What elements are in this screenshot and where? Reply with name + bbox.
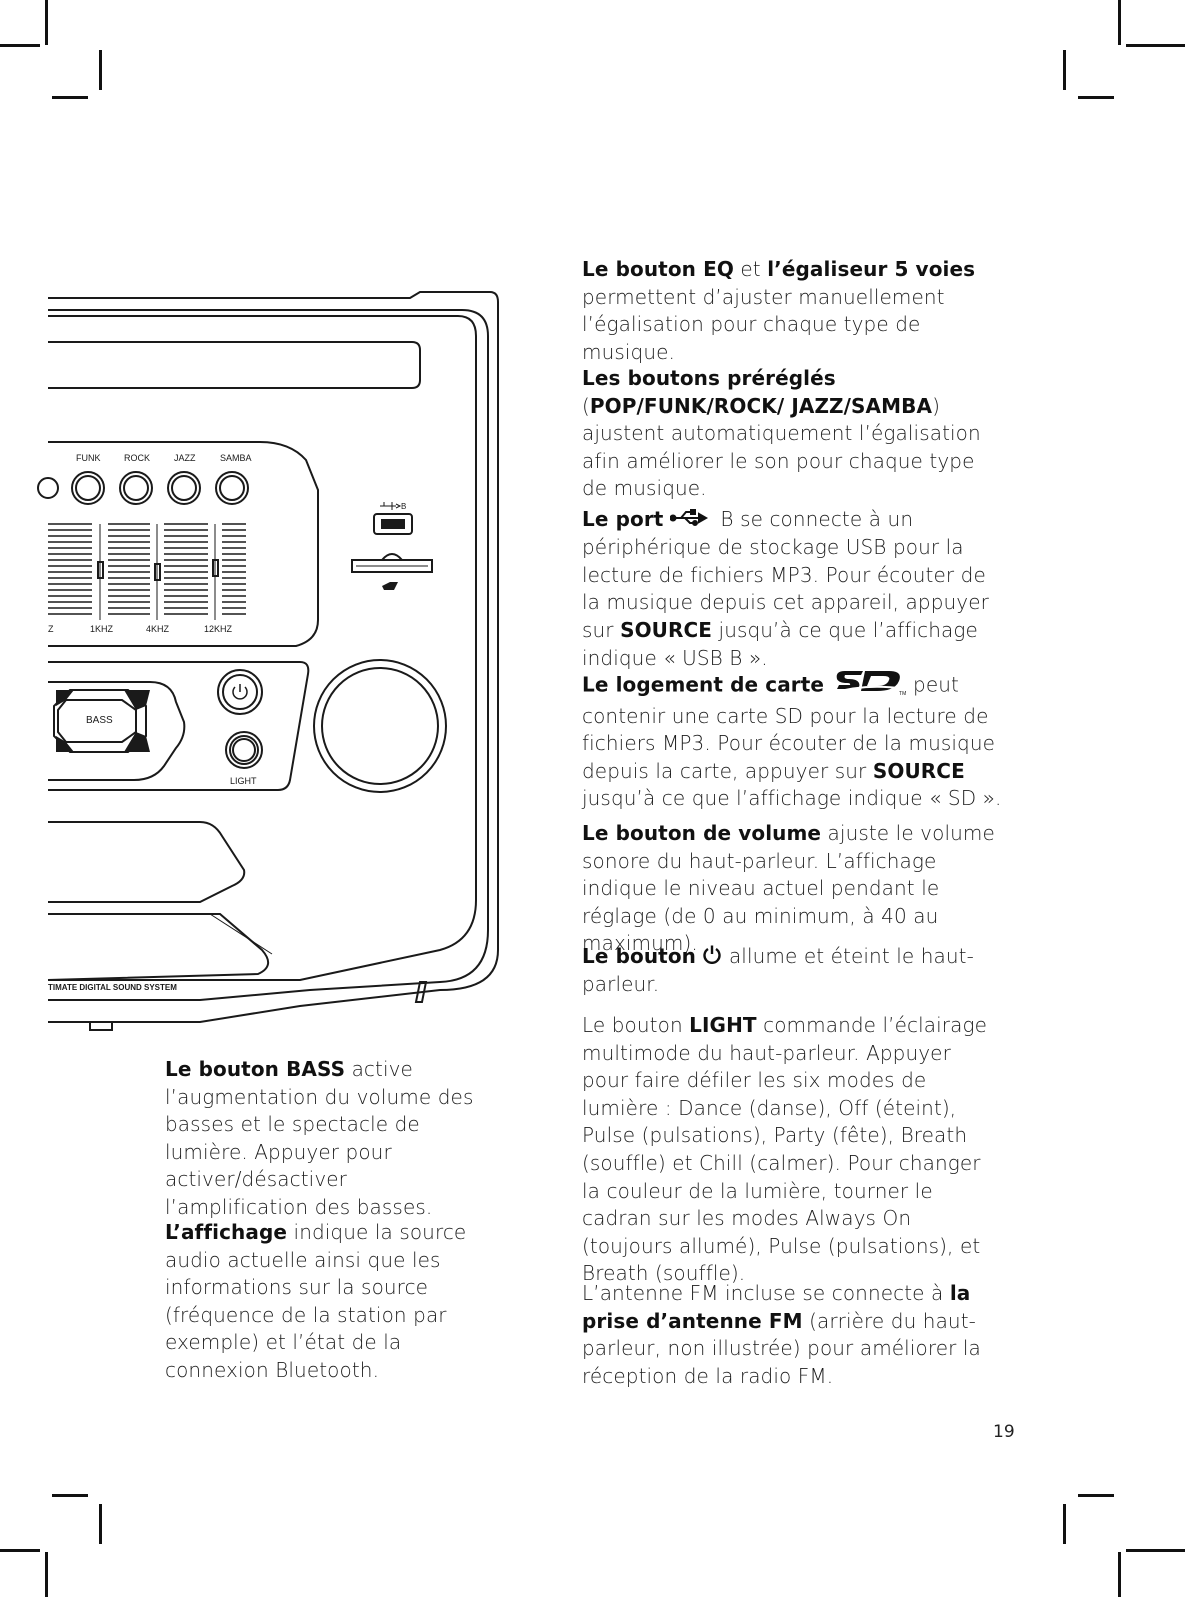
- eq-label: 1KHZ: [90, 624, 114, 634]
- power-icon: [702, 944, 722, 972]
- crop-mark: [52, 1494, 88, 1497]
- usb-icon: [380, 502, 402, 510]
- crop-mark: [1118, 1552, 1121, 1597]
- sd-card-slot: [351, 553, 433, 590]
- usb-description: Le port B se connecte à un périphérique …: [582, 507, 989, 670]
- lower-panel: [48, 661, 310, 791]
- crop-mark: [45, 0, 48, 45]
- preset-label: JAZZ: [174, 453, 196, 463]
- sd-logo-icon: TM: [831, 669, 907, 703]
- crop-mark: [1118, 0, 1121, 45]
- crop-mark: [52, 96, 88, 99]
- light-button-drawing: LIGHT: [225, 731, 263, 786]
- crop-mark: [1126, 1549, 1185, 1552]
- crop-mark: [1126, 44, 1185, 47]
- eq-description: Le bouton EQ et l’égaliseur 5 voies perm…: [582, 257, 976, 364]
- page-number: 19: [993, 1422, 1015, 1442]
- crop-mark: [1063, 50, 1066, 90]
- crop-mark: [1078, 96, 1114, 99]
- usb-icon-label: B: [720, 507, 734, 531]
- display-window: [48, 821, 246, 903]
- preset-button: [71, 471, 105, 505]
- sd-description: Le logement de carte TM peut contenir un…: [582, 669, 1002, 813]
- speaker-body-inner: [48, 309, 489, 1001]
- volume-description: Le bouton de volume ajuste le volume son…: [582, 821, 995, 956]
- eq-panel: [48, 441, 319, 647]
- preset-label: FUNK: [76, 453, 101, 463]
- crop-mark: [45, 1552, 48, 1597]
- bass-button: BASS: [48, 681, 186, 781]
- preset-button: [119, 471, 153, 505]
- usb-icon: [669, 507, 714, 535]
- fm-description: L’antenne FM incluse se connecte à la pr…: [582, 1281, 981, 1388]
- crop-mark: [99, 1504, 102, 1544]
- volume-knob-drawing: [313, 659, 447, 793]
- speaker-foot: [89, 1022, 113, 1031]
- crop-mark: [99, 50, 102, 90]
- speaker-face: [48, 315, 477, 981]
- crop-mark: [1063, 1504, 1066, 1544]
- preset-label: ROCK: [124, 453, 150, 463]
- crop-mark: [0, 1549, 40, 1552]
- light-label: LIGHT: [230, 776, 257, 786]
- sd-logo: [382, 582, 398, 590]
- preset-button: [167, 471, 201, 505]
- preset-buttons: [37, 471, 249, 505]
- eq-slider-bank: [48, 523, 246, 615]
- power-description: Le bouton allume et éteint le haut-parle…: [582, 944, 974, 997]
- svg-text:TM: TM: [899, 691, 906, 695]
- bass-label: BASS: [86, 715, 113, 726]
- eq-label: Z: [48, 624, 54, 634]
- bottom-grille: [47, 913, 269, 981]
- usb-label: B: [401, 502, 406, 511]
- preset-label: SAMBA: [220, 453, 252, 463]
- usb-port: B: [373, 502, 413, 535]
- preset-button: [37, 477, 59, 499]
- power-button-drawing: [217, 669, 263, 715]
- speaker-illustration: FUNK ROCK JAZZ SAMBA Z 1KHZ 4KHZ 12KHZ B: [37, 291, 499, 1031]
- display-description: L’affichage indique la source audio actu…: [165, 1220, 467, 1382]
- crop-mark: [0, 44, 40, 47]
- eq-label: 4KHZ: [146, 624, 170, 634]
- disc-slot: [48, 341, 421, 389]
- crop-mark: [1078, 1494, 1114, 1497]
- preset-button: [215, 471, 249, 505]
- speaker-body-outline: [48, 291, 499, 1023]
- eq-label: 12KHZ: [204, 624, 233, 634]
- light-description: Le bouton LIGHT commande l’éclairage mul…: [582, 1013, 987, 1286]
- footer-label: TIMATE DIGITAL SOUND SYSTEM: [48, 983, 177, 992]
- presets-description: Les boutons préréglés (POP/FUNK/ROCK/ JA…: [582, 366, 981, 501]
- bass-description: Le bouton BASS active l’augmentation du …: [165, 1057, 474, 1219]
